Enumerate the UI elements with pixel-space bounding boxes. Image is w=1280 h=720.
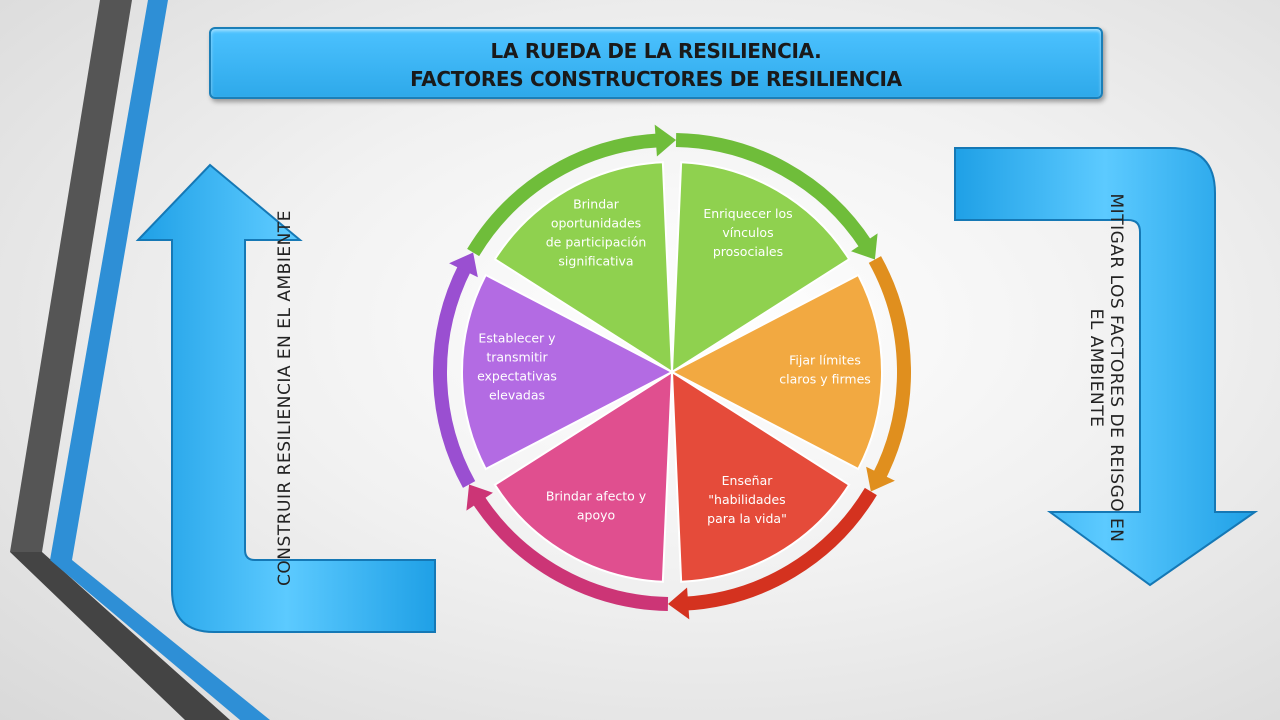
wheel-label-line: Brindar bbox=[573, 197, 620, 212]
decor-stripe-dark-lower bbox=[10, 552, 230, 720]
wheel-label-line: vínculos bbox=[722, 225, 773, 240]
left-side-label: CONSTRUIR RESILIENCIA EN EL AMBIENTE bbox=[275, 210, 295, 586]
wheel-ring-arrow-enriquecer bbox=[675, 133, 873, 250]
wheel-arrowhead-brindar-afecto bbox=[466, 484, 493, 511]
decor-stripe-blue-lower bbox=[50, 560, 270, 720]
title-line-2: FACTORES CONSTRUCTORES DE RESILIENCIA bbox=[410, 67, 902, 91]
wheel-ring-arrow-fijar bbox=[868, 256, 911, 481]
wheel-label-line: elevadas bbox=[489, 388, 545, 403]
wheel-arrowhead-brindar-oportunidades bbox=[654, 124, 677, 157]
wheel-label-brindar-afecto: Brindar afecto y apoyo bbox=[546, 489, 647, 523]
wheel-label-line: prosociales bbox=[713, 244, 783, 259]
wheel-label-line: de participación bbox=[546, 235, 647, 250]
decor-stripe-dark bbox=[10, 0, 132, 552]
wheel-label-line: significativa bbox=[558, 254, 633, 269]
wheel-ring-arrow-brindar-oportunidades bbox=[467, 133, 661, 257]
title-line-1: LA RUEDA DE LA RESILIENCIA. bbox=[490, 39, 822, 63]
wheel-label-line: Enriquecer los bbox=[703, 206, 792, 221]
wheel-label-line: expectativas bbox=[477, 369, 557, 384]
wheel-label-line: Enseñar bbox=[722, 473, 774, 488]
wheel-arrowhead-establecer bbox=[449, 252, 478, 278]
wheel-label-line: apoyo bbox=[577, 508, 615, 523]
wheel-segment-establecer bbox=[461, 273, 675, 471]
right-side-label-line-2: EL AMBIENTE bbox=[1086, 308, 1106, 428]
wheel-ring-arrow-brindar-afecto bbox=[471, 494, 669, 611]
right-side-label-line-1: MITIGAR LOS FACTORES DE REISGO EN bbox=[1106, 193, 1126, 543]
wheel-label-line: transmitir bbox=[486, 350, 548, 365]
wheel-ring-arrow-ensenar bbox=[683, 487, 877, 611]
left-up-arrow-icon bbox=[135, 163, 436, 633]
wheel-segment-enriquecer bbox=[670, 161, 851, 374]
wheel-segment-ensenar bbox=[670, 370, 851, 583]
wheel-label-ensenar: Enseñar "habilidades para la vida" bbox=[707, 473, 787, 526]
wheel-segment-brindar-afecto bbox=[493, 370, 674, 583]
title-banner: LA RUEDA DE LA RESILIENCIA. FACTORES CON… bbox=[209, 27, 1103, 99]
wheel-label-line: Brindar afecto y bbox=[546, 489, 647, 504]
wheel-label-establecer: Establecer y transmitir expectativas elevad… bbox=[477, 331, 557, 403]
wheel-label-enriquecer: Enriquecer los vínculos prosociales bbox=[703, 206, 792, 259]
wheel-label-line: Establecer y bbox=[478, 331, 556, 346]
wheel-label-line: Fijar límites bbox=[789, 353, 861, 368]
wheel-label-line: para la vida" bbox=[707, 511, 787, 526]
wheel-arrowhead-fijar bbox=[866, 466, 895, 492]
wheel-arrowhead-ensenar bbox=[667, 587, 690, 620]
wheel-label-line: claros y firmes bbox=[779, 372, 871, 387]
wheel-segment-brindar-oportunidades bbox=[493, 161, 674, 374]
wheel-label-fijar: Fijar límites claros y firmes bbox=[779, 353, 871, 387]
wheel-segment-fijar bbox=[669, 273, 883, 471]
wheel-ring-arrow-establecer bbox=[433, 263, 476, 488]
right-side-label: MITIGAR LOS FACTORES DE REISGO EN EL AMB… bbox=[1086, 194, 1126, 543]
wheel-label-line: "habilidades bbox=[708, 492, 785, 507]
wheel-label-brindar-oportunidades: Brindar oportunidades de participación sign… bbox=[546, 197, 647, 269]
right-down-arrow-icon bbox=[954, 147, 1259, 587]
decor-stripe-blue bbox=[50, 0, 168, 560]
wheel-arrowhead-enriquecer bbox=[851, 233, 878, 260]
wheel-label-line: oportunidades bbox=[551, 216, 641, 231]
